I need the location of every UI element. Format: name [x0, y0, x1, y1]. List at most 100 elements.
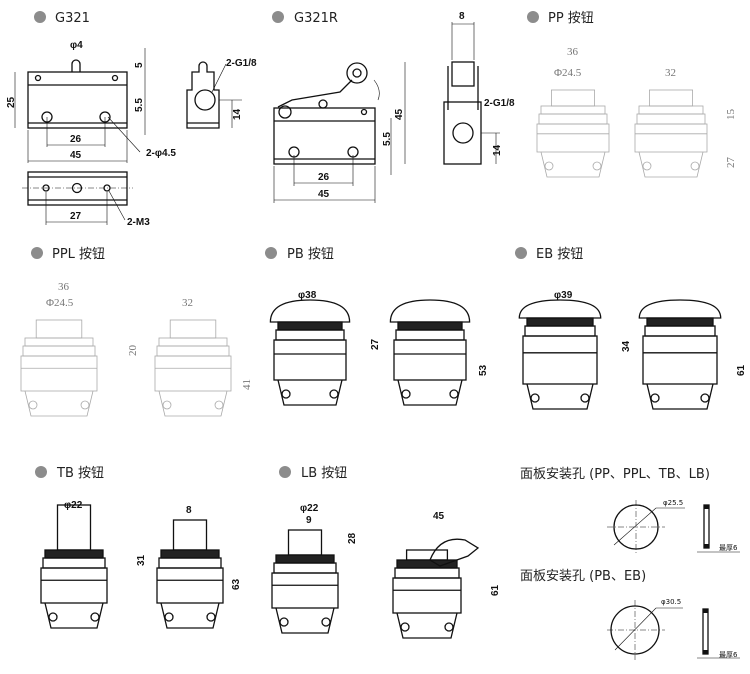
section-title: EB 按钮 [536, 247, 583, 262]
section-tb: TB 按钮 [35, 466, 104, 481]
bezel [395, 329, 465, 341]
dim-5-5: 5.5 [382, 132, 393, 146]
dim-27: 27 [370, 338, 381, 350]
dim-26: 26 [70, 134, 82, 145]
ppl-front-view [20, 319, 98, 417]
section-lb: LB 按钮 [279, 466, 347, 481]
screw-icon [329, 389, 339, 399]
body [271, 572, 339, 609]
body [393, 339, 467, 381]
dim-45-vertical: 45 [394, 108, 405, 120]
lb-side-view [392, 549, 462, 639]
dim-36: 36 [58, 281, 70, 293]
bullet-dot [35, 466, 47, 478]
bullet-dot [515, 247, 527, 259]
dim-phi: φ38 [298, 290, 317, 301]
g321-front-view [14, 48, 146, 163]
body [154, 355, 232, 392]
lb-front-view [271, 529, 339, 634]
dim-36: 36 [567, 46, 579, 58]
valve-base [396, 612, 458, 639]
section-title: G321R [294, 11, 338, 26]
dim-20: 20 [127, 345, 139, 357]
dim-9: 9 [306, 515, 312, 526]
button-cap [649, 89, 694, 107]
dim-15: 15 [725, 109, 737, 121]
dim-holes: 2-φ4.5 [146, 148, 176, 159]
bezel [636, 113, 706, 125]
dim-8: 8 [459, 11, 465, 22]
dim-28: 28 [347, 532, 358, 544]
dim-61: 61 [490, 584, 501, 596]
knurled-ring [540, 105, 606, 115]
body [156, 567, 224, 604]
body [20, 355, 98, 392]
bezel [275, 329, 345, 341]
section-title: PP 按钮 [548, 11, 594, 26]
knurled-ring [646, 317, 714, 327]
body [392, 577, 462, 614]
bezel [524, 325, 596, 337]
bezel [644, 325, 716, 337]
dim-5: 5 [134, 62, 145, 68]
section-g321: G321 [34, 11, 90, 26]
valve-base [44, 602, 104, 629]
dim-31: 31 [136, 554, 147, 566]
button-cap [551, 89, 596, 107]
screw-icon [206, 612, 216, 622]
knurled-ring [24, 337, 94, 347]
dim-53: 53 [478, 364, 489, 376]
mushroom-cap [269, 299, 351, 323]
screw-icon [449, 389, 459, 399]
knurled-ring [44, 549, 104, 559]
screw-icon [80, 400, 90, 410]
section-title: G321 [55, 11, 90, 26]
screw-icon [642, 161, 652, 171]
selector-knob [56, 504, 92, 551]
bullet-dot [265, 247, 277, 259]
screw-icon [400, 622, 410, 632]
knurled-ring [526, 317, 594, 327]
dim-m3: 2-M3 [127, 217, 150, 228]
body [642, 335, 718, 385]
ppl-side-view [154, 319, 232, 417]
section-pp: PP 按钮 [527, 11, 594, 26]
dim-26: 26 [318, 172, 330, 183]
knurled-ring [158, 337, 228, 347]
section-g321r: G321R [272, 11, 338, 26]
dim-port: 2-G1/8 [484, 98, 515, 109]
valve-base [397, 379, 463, 406]
screw-icon [90, 612, 100, 622]
screw-icon [444, 622, 454, 632]
section-pb: PB 按钮 [265, 247, 334, 262]
bezel [158, 557, 222, 569]
screw-icon [28, 400, 38, 410]
screw-icon [321, 617, 331, 627]
valve-base [158, 390, 228, 417]
thickness-label: 最厚6 [719, 651, 738, 659]
g321-side-view [186, 61, 242, 129]
selector-knob [287, 529, 323, 556]
mushroom-cap [638, 299, 722, 319]
valve-base [638, 151, 704, 178]
dim-45: 45 [433, 511, 445, 522]
bezel [156, 345, 230, 357]
dim-27: 27 [725, 157, 737, 169]
dim-41: 41 [241, 379, 253, 390]
pb-side-view [389, 299, 471, 406]
g321r-side-view [443, 22, 500, 165]
dim-32: 32 [182, 297, 193, 309]
bezel [273, 562, 337, 574]
screw-icon [650, 393, 660, 403]
dim-phi: φ25.5 [663, 499, 683, 507]
dim-5-5: 5.5 [134, 98, 145, 112]
knurled-ring [275, 554, 335, 564]
tb-side-view [156, 519, 224, 629]
knurled-ring [160, 549, 220, 559]
dim-32: 32 [665, 67, 676, 79]
body [634, 123, 708, 153]
valve-base [275, 607, 335, 634]
valve-base [277, 379, 343, 406]
pb-front-view [269, 299, 351, 406]
dim-phi: φ22 [300, 503, 319, 514]
